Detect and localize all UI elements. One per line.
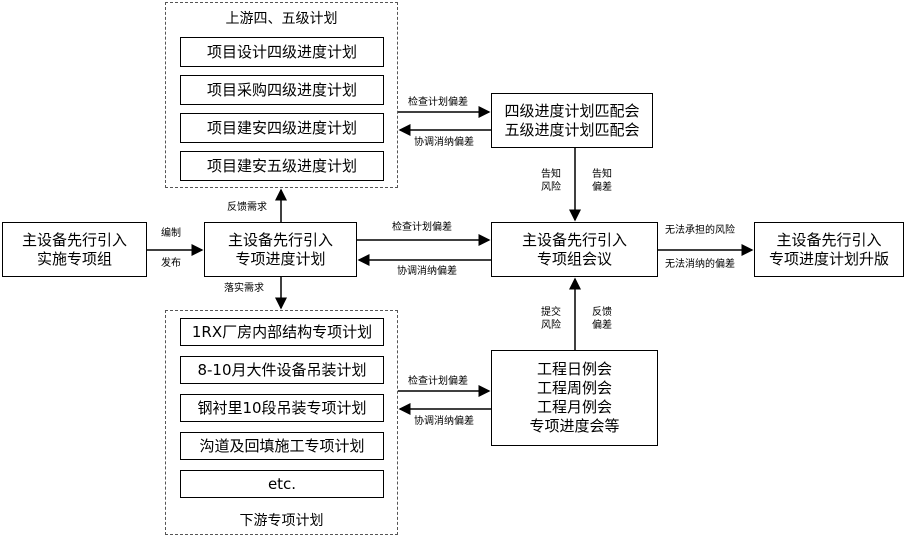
t: 告知	[592, 169, 612, 180]
label-coordinate: 协调消纳偏差	[414, 137, 474, 148]
t: 偏差	[592, 320, 612, 331]
routine-meetings-box: 工程日例会工程周例会工程月例会专项进度会等	[491, 350, 658, 446]
line: 主设备先行引入	[227, 230, 333, 249]
downstream-plan: 钢衬里10段吊装专项计划	[180, 394, 384, 422]
t: 偏差	[592, 182, 612, 193]
downstream-title: 下游专项计划	[239, 513, 324, 529]
line: 工程日例会	[536, 360, 612, 378]
line: 实施专项组	[36, 249, 112, 268]
upstream-title: 上游四、五级计划	[225, 11, 338, 27]
line: 主设备先行引入	[521, 230, 627, 249]
t: 风险	[541, 182, 561, 193]
t: 提交	[541, 307, 561, 318]
line: 专项进度会等	[529, 417, 620, 435]
line: 专项进度计划	[235, 249, 326, 268]
label-feedback-dev: 反馈偏差	[592, 306, 612, 332]
downstream-plans-group	[165, 310, 398, 535]
label-coordinate: 协调消纳偏差	[414, 416, 474, 427]
upstream-plan: 项目建安四级进度计划	[180, 113, 384, 143]
label-inform-risk: 告知风险	[541, 168, 561, 194]
line: 四级进度计划匹配会	[504, 101, 640, 120]
implementation-group-box: 主设备先行引入实施专项组	[2, 222, 147, 277]
line: 主设备先行引入	[21, 230, 127, 249]
t: 反馈	[592, 307, 612, 318]
label-risk-unbearable: 无法承担的风险	[665, 225, 735, 236]
label-dev-unabsorbed: 无法消纳的偏差	[665, 259, 735, 270]
line: 工程月例会	[536, 398, 612, 416]
t: 风险	[541, 320, 561, 331]
match-meeting-box: 四级进度计划匹配会五级进度计划匹配会	[491, 93, 653, 148]
label-check: 检查计划偏差	[408, 376, 468, 387]
label-submit-risk: 提交风险	[541, 306, 561, 332]
line: 专项进度计划升版	[768, 249, 889, 268]
downstream-plan: etc.	[180, 470, 384, 498]
schedule-upgrade-box: 主设备先行引入专项进度计划升版	[754, 222, 904, 277]
label-implement-need: 落实需求	[224, 283, 264, 294]
label-publish: 发布	[161, 258, 181, 269]
line: 主设备先行引入	[776, 230, 882, 249]
line: 五级进度计划匹配会	[504, 120, 640, 139]
group-meeting-box: 主设备先行引入专项组会议	[491, 222, 658, 277]
label-check: 检查计划偏差	[408, 97, 468, 108]
label-compile: 编制	[161, 228, 181, 239]
line: 专项组会议	[536, 249, 612, 268]
downstream-plan: 沟道及回填施工专项计划	[180, 432, 384, 460]
t: 告知	[541, 169, 561, 180]
upstream-plan: 项目设计四级进度计划	[180, 37, 384, 67]
downstream-plan: 1RX厂房内部结构专项计划	[180, 318, 384, 346]
upstream-plan: 项目建安五级进度计划	[180, 151, 384, 181]
upstream-plans-group	[165, 2, 398, 188]
label-inform-dev: 告知偏差	[592, 168, 612, 194]
label-feedback-need: 反馈需求	[227, 202, 267, 213]
downstream-plan: 8-10月大件设备吊装计划	[180, 356, 384, 384]
label-coordinate: 协调消纳偏差	[397, 266, 457, 277]
upstream-plan: 项目采购四级进度计划	[180, 75, 384, 105]
special-schedule-box: 主设备先行引入专项进度计划	[204, 222, 357, 277]
line: 工程周例会	[536, 379, 612, 397]
label-check: 检查计划偏差	[392, 222, 452, 233]
